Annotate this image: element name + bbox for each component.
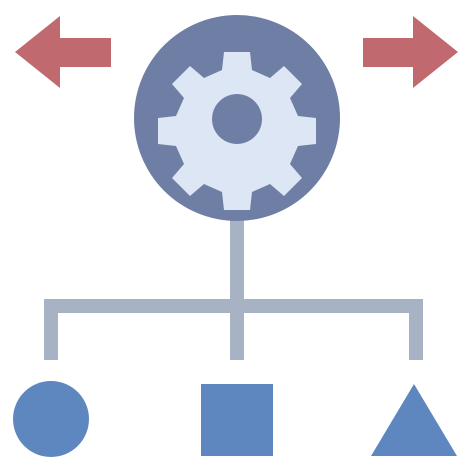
triangle-shape-icon	[371, 384, 457, 456]
circle-shape-icon	[13, 381, 89, 457]
gear-icon	[158, 52, 316, 210]
connector-lines	[44, 218, 423, 360]
arrow-right-icon	[363, 16, 458, 88]
arrow-left-icon	[15, 16, 111, 88]
square-shape-icon	[201, 384, 273, 456]
